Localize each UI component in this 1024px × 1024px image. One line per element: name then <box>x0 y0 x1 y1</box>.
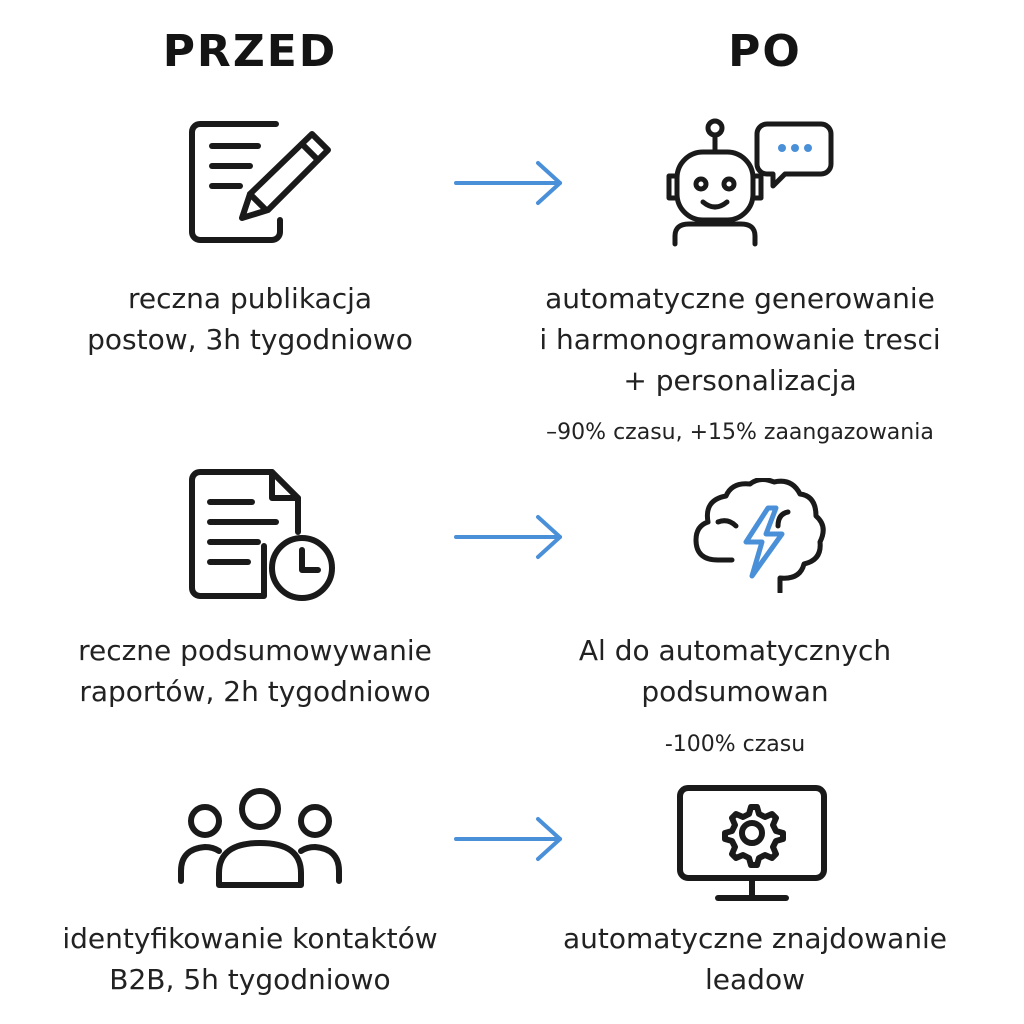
after-description: automatyczne znajdowanie leadow <box>520 918 990 1000</box>
description-line: + personalizacja <box>623 364 857 397</box>
before-description: reczna publikacja postow, 3h tygodniowo <box>40 278 460 360</box>
arrow-right-icon <box>454 161 562 205</box>
people-group-icon <box>178 788 342 888</box>
document-clock-icon <box>189 469 335 601</box>
monitor-gear-icon <box>677 785 827 901</box>
before-heading: PRZED <box>162 26 338 77</box>
arrow-right-icon <box>454 817 562 861</box>
description-line: postow, 3h tygodniowo <box>87 323 413 356</box>
description-line: reczna publikacja <box>127 282 373 315</box>
robot-chat-icon <box>666 118 834 247</box>
arrow-right-icon <box>454 515 562 559</box>
description-line: identyfikowanie kontaktów <box>62 922 438 955</box>
after-heading: PO <box>728 26 802 77</box>
after-description: automatyczne generowanie i harmonogramow… <box>500 278 980 401</box>
description-line: podsumowan <box>641 675 829 708</box>
before-description: identyfikowanie kontaktów B2B, 5h tygodn… <box>30 918 470 1000</box>
improvement-metric: -100% czasu <box>664 732 806 757</box>
description-line: i harmonogramowanie tresci <box>539 323 941 356</box>
document-pencil-icon <box>189 121 331 243</box>
description-line: B2B, 5h tygodniowo <box>109 963 391 996</box>
description-line: reczne podsumowywanie <box>78 634 432 667</box>
description-line: Al do automatycznych <box>578 634 892 667</box>
after-description: Al do automatycznych podsumowan <box>500 630 970 712</box>
description-line: automatyczne znajdowanie <box>562 922 948 955</box>
improvement-metric: –90% czasu, +15% zaangazowania <box>546 420 934 445</box>
description-line: automatyczne generowanie <box>545 282 935 315</box>
brain-lightning-icon <box>693 478 826 593</box>
before-description: reczne podsumowywanie raportów, 2h tygod… <box>40 630 470 712</box>
description-line: leadow <box>705 963 805 996</box>
description-line: raportów, 2h tygodniowo <box>79 675 431 708</box>
